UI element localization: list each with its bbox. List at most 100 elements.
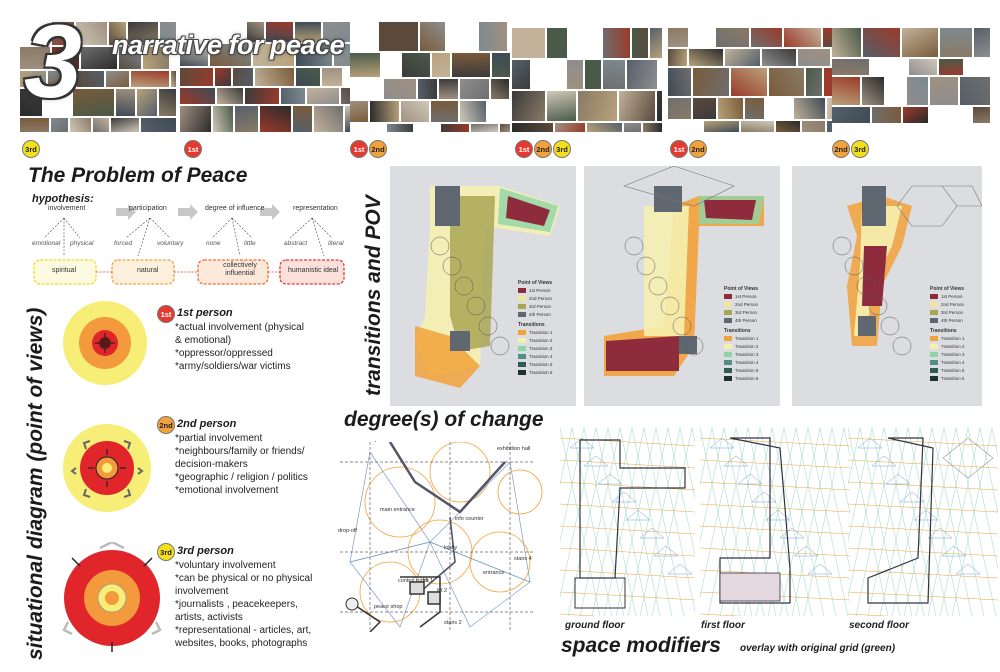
collage-photo (902, 28, 938, 57)
legend-transitions-title: Transitions (930, 328, 957, 334)
collage-photo (784, 28, 821, 47)
person-description-line: *can be physical or no physical (175, 573, 313, 584)
photo-collage (20, 22, 995, 140)
pov-dot: 2nd (689, 140, 707, 158)
person-description-line: *partial involvement (175, 433, 263, 444)
collage-photo (751, 28, 782, 47)
sub-forced: forced (114, 240, 133, 247)
transitions-pov-title: transitions and POV (362, 195, 385, 396)
map-label: exhibition hall (497, 446, 531, 452)
collage-photo (907, 77, 928, 105)
legend-item: Transition 3 (518, 344, 552, 352)
person-description-line: involvement (175, 586, 229, 597)
stage-representation: representation (293, 205, 338, 212)
collage-photo (704, 121, 739, 132)
collage-photo (119, 47, 141, 69)
map-label: info counter (455, 516, 484, 522)
collage-photo (512, 123, 553, 132)
collage-photo (432, 53, 450, 77)
collage-photo (70, 118, 91, 132)
collage-photo (293, 106, 312, 132)
collage-photo (862, 77, 884, 105)
outcome-spiritual: spiritual (52, 267, 77, 274)
collage-photo (137, 89, 157, 116)
collage-photo (180, 88, 215, 104)
legend-item: Transition 6 (518, 368, 552, 376)
floor-label-second: second floor (849, 620, 910, 631)
collage-photo (322, 68, 342, 86)
collage-photo (547, 28, 567, 58)
collage-photo (762, 49, 796, 66)
collage-photo (160, 22, 176, 45)
collage-photo (939, 59, 963, 75)
second-person-diagram (63, 424, 151, 512)
pov-dot: 3rd (851, 140, 869, 158)
map-label: peace shop (374, 604, 403, 610)
legend-item: 1st Person (518, 286, 552, 294)
legend-item: Transition 4 (930, 358, 964, 366)
floor-transition-plan (415, 186, 560, 388)
collage-photo (741, 121, 774, 132)
collage-photo (872, 107, 901, 123)
collage-photo (233, 68, 253, 86)
collage-photo (295, 22, 321, 42)
first-person-diagram (63, 301, 147, 385)
collage-photo (547, 91, 576, 121)
section-number: 3 (24, 4, 82, 120)
stage-involvement: involvement (48, 205, 86, 212)
collage-photo (827, 121, 832, 132)
legend-item: Transition 6 (724, 374, 758, 382)
legend-transitions-title: Transitions (518, 322, 545, 328)
legend-pov-title: Point of Views (518, 280, 553, 286)
legend-item: 2nd Person (930, 300, 964, 308)
collage-photo (668, 68, 691, 96)
legend-transitions-title: Transitions (724, 328, 751, 334)
collage-photo (247, 22, 264, 42)
collage-photo (111, 118, 139, 132)
stage-arrows (116, 204, 280, 220)
collage-photo (512, 28, 545, 58)
collage-photo (903, 107, 928, 123)
collage-photo (745, 98, 764, 119)
collage-photo (20, 47, 50, 69)
sub-physical: physical (70, 240, 94, 247)
map-label: stairs 2 (444, 620, 462, 626)
pov-dot: 1st (670, 140, 688, 158)
collage-photo (141, 118, 176, 132)
collage-photo (48, 71, 75, 87)
collage-photo (460, 79, 489, 99)
circulation-map (330, 442, 545, 632)
collage-photo (832, 59, 869, 75)
collage-photo (693, 68, 729, 96)
collage-photo (657, 91, 662, 121)
hypothesis-label: hypothesis: (32, 193, 94, 205)
collage-photo (255, 68, 294, 86)
stage-degree-of-influence: degree of influence (205, 205, 265, 212)
collage-photo (587, 123, 622, 132)
collage-photo (940, 28, 972, 57)
legend-item: Transition 5 (518, 360, 552, 368)
collage-photo (731, 68, 767, 96)
person-description-line: *neighbours/family or friends/ (175, 446, 305, 457)
map-label: drop-off (338, 528, 357, 534)
sub-none: none (206, 240, 221, 247)
pov-dot: 3rd (553, 140, 571, 158)
legend-item: Transition 1 (724, 334, 758, 342)
person-description-line: & emotional) (175, 335, 232, 346)
collage-photo (909, 59, 937, 75)
collage-photo (109, 22, 126, 45)
collage-photo (420, 22, 445, 51)
collage-photo (452, 53, 490, 77)
collage-photo (159, 89, 176, 116)
third-person-diagram (62, 542, 162, 652)
legend-item: 3rd Person (724, 308, 758, 316)
collage-photo (314, 106, 343, 132)
person-description-line: artists, activists (175, 612, 243, 623)
sub-emotional: emotional (32, 240, 61, 247)
legend-item: 4th Person (930, 316, 964, 324)
collage-photo (555, 123, 585, 132)
collage-photo (402, 53, 430, 77)
collage-photo (603, 28, 630, 58)
